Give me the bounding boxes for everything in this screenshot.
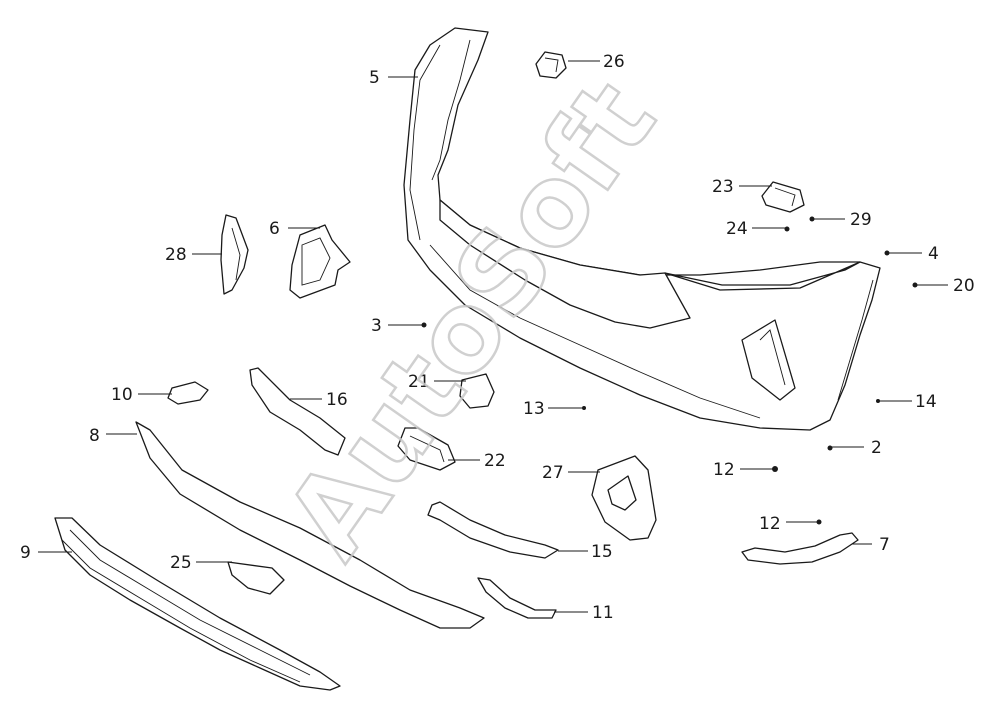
part-27-fog-light-bezel xyxy=(591,455,657,541)
callout-7: 7 xyxy=(879,535,890,555)
callout-6: 6 xyxy=(269,219,280,239)
callout-5: 5 xyxy=(369,68,380,88)
part-8-lower-strip xyxy=(135,421,485,629)
callout-14: 14 xyxy=(915,392,937,412)
callout-20: 20 xyxy=(953,276,975,296)
part-10-cover xyxy=(167,381,209,405)
callout-11: 11 xyxy=(592,603,614,623)
callout-12-upper: 12 xyxy=(713,460,735,480)
part-16-trim-strip xyxy=(249,367,346,456)
callout-4: 4 xyxy=(928,244,939,264)
part-9-lower-grille xyxy=(54,517,341,691)
callout-23: 23 xyxy=(712,177,734,197)
part-6-bracket xyxy=(289,224,351,299)
callout-22: 22 xyxy=(484,451,506,471)
callout-2: 2 xyxy=(871,438,882,458)
callout-8: 8 xyxy=(89,426,100,446)
part-26-bracket xyxy=(535,51,567,79)
callout-29: 29 xyxy=(850,210,872,230)
callout-3: 3 xyxy=(371,316,382,336)
part-25-insert xyxy=(227,561,285,595)
part-15-trim-strip xyxy=(427,501,559,559)
part-7-trim-strip xyxy=(741,532,859,565)
callout-10: 10 xyxy=(111,385,133,405)
callout-12-lower: 12 xyxy=(759,514,781,534)
callout-21: 21 xyxy=(408,372,430,392)
part-21-bracket xyxy=(459,373,495,409)
callout-27: 27 xyxy=(542,463,564,483)
part-22-housing xyxy=(397,427,456,471)
callout-13: 13 xyxy=(523,399,545,419)
callout-25: 25 xyxy=(170,553,192,573)
callout-26: 26 xyxy=(603,52,625,72)
callout-9: 9 xyxy=(20,543,31,563)
callout-16: 16 xyxy=(326,390,348,410)
callout-labels: 5 26 23 24 29 4 20 28 6 3 10 16 21 13 14… xyxy=(20,52,975,623)
callout-15: 15 xyxy=(591,542,613,562)
part-23-bracket xyxy=(761,181,805,213)
callout-24: 24 xyxy=(726,219,748,239)
part-5-bumper-cover xyxy=(403,27,881,431)
leader-lines xyxy=(38,60,948,613)
part-11-trim-strip xyxy=(477,577,557,619)
callout-28: 28 xyxy=(165,245,187,265)
part-28-trim xyxy=(220,214,249,295)
